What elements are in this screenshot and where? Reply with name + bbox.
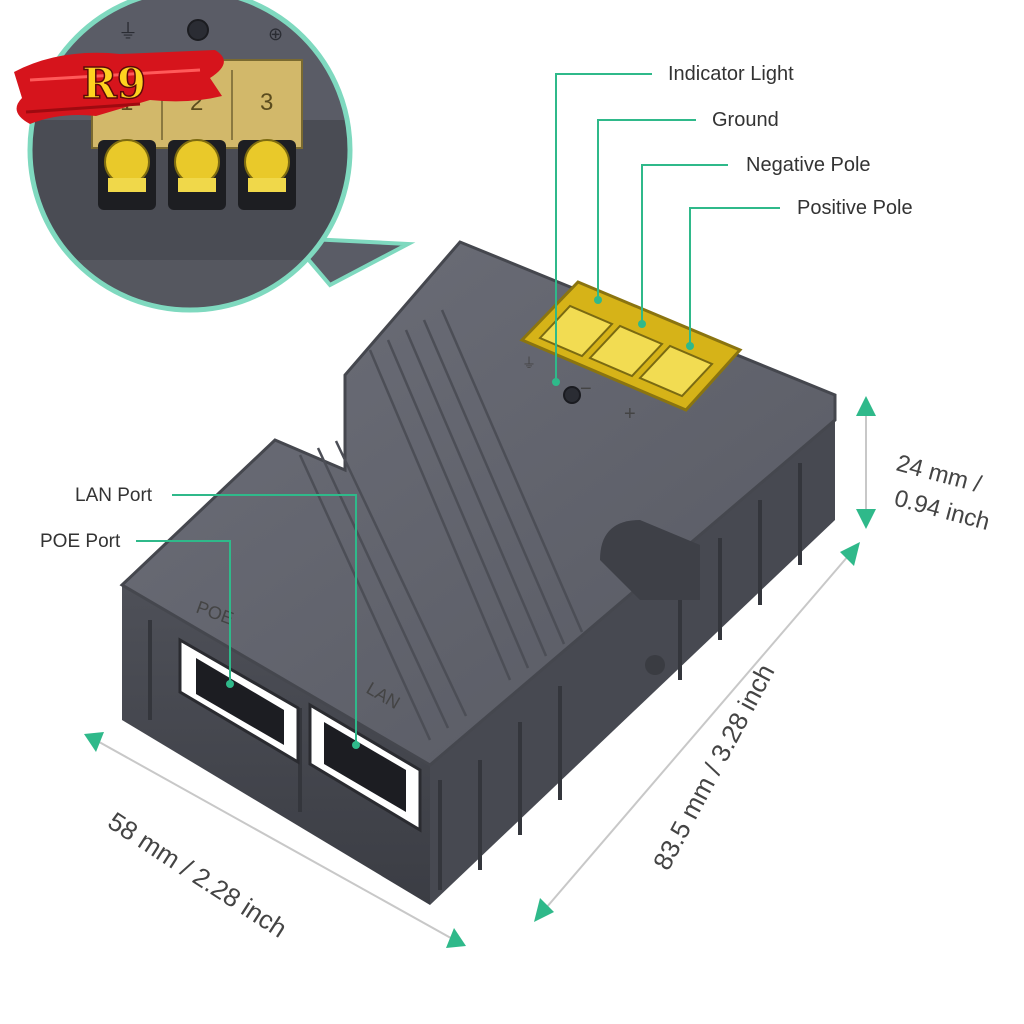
- r9-badge: R9: [14, 50, 224, 124]
- callout-lines: [136, 73, 780, 745]
- dimension-arrowheads: [84, 396, 876, 948]
- callout-dots: [226, 296, 694, 749]
- zoom-inset-border: [27, 0, 353, 313]
- svg-text:⏚: ⏚: [118, 21, 138, 43]
- r9-badge-text: R9: [82, 59, 146, 108]
- screw-hole: [645, 655, 665, 675]
- indicator-light: [563, 386, 581, 404]
- side-ribs: [148, 463, 802, 890]
- lan-port: [308, 702, 422, 833]
- device-right-face: [430, 395, 835, 905]
- callout-indicator-light: Indicator Light: [668, 63, 794, 85]
- mount-notch: [600, 520, 700, 600]
- r9-badge-swash: [14, 50, 224, 124]
- zoom-inset: 1 2 3 ⏚ ⊕: [27, 0, 416, 313]
- callout-positive-pole: Positive Pole: [797, 197, 913, 219]
- poe-port: [178, 637, 300, 765]
- terminal-block: [519, 280, 743, 412]
- callout-lan-port: LAN Port: [75, 485, 153, 506]
- callout-negative-pole: Negative Pole: [746, 154, 871, 176]
- callout-poe-port: POE Port: [40, 531, 121, 552]
- top-grooves: [298, 309, 584, 741]
- device-body: [119, 240, 837, 905]
- terminal-number-3: 3: [260, 89, 273, 116]
- svg-text:⊕: ⊕: [268, 24, 283, 45]
- zoom-inset-tail: [285, 235, 416, 288]
- ground-symbol: ⏚: [522, 355, 536, 371]
- dimension-lines: [91, 405, 867, 943]
- minus-symbol: −: [580, 378, 592, 400]
- width-dimension: 58 mm / 2.28 inch: [103, 806, 293, 944]
- plus-symbol: +: [624, 403, 636, 425]
- callout-ground: Ground: [712, 109, 779, 131]
